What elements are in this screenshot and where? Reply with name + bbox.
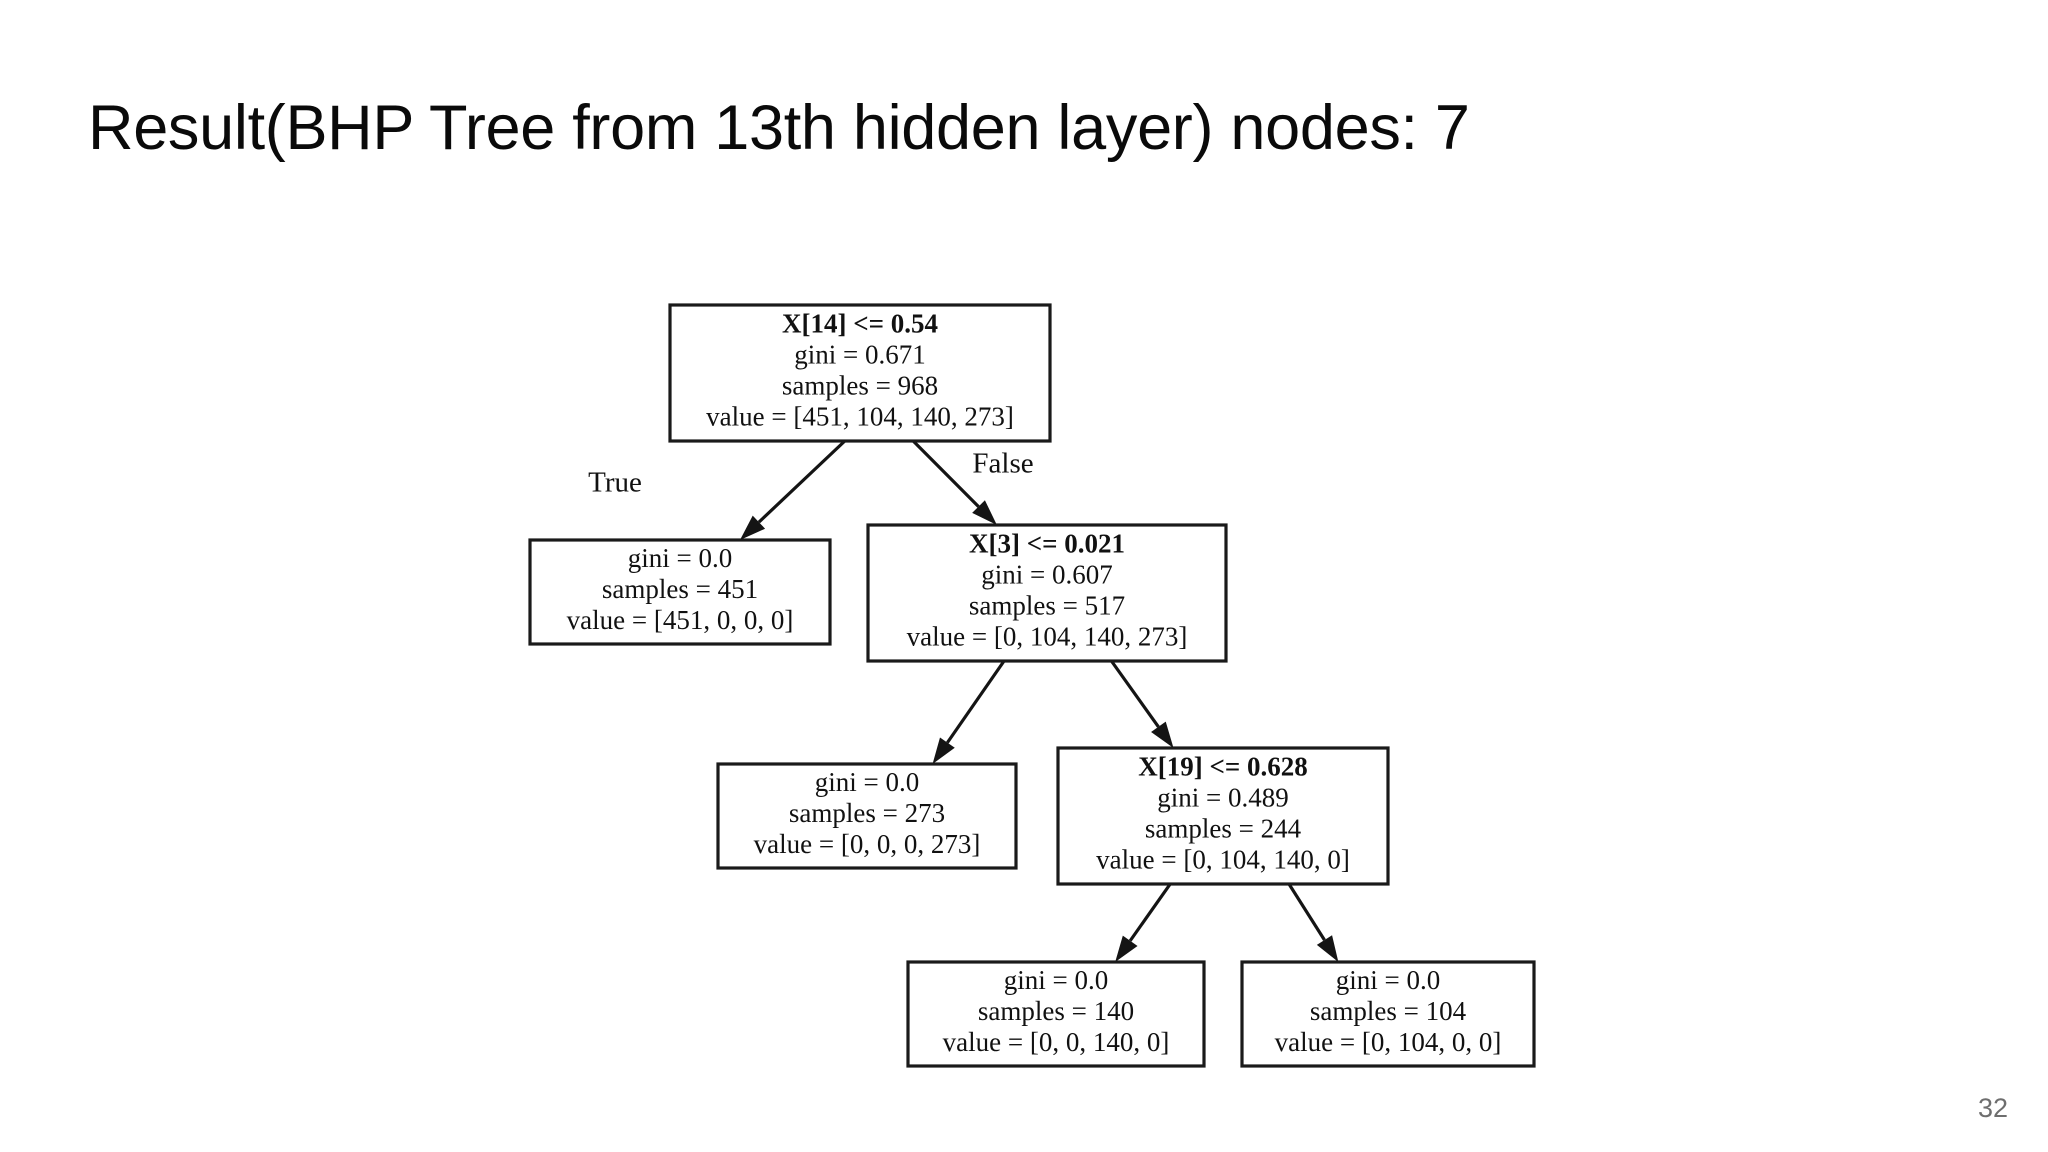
tree-edge <box>912 439 997 525</box>
tree-edge-line <box>946 660 1006 744</box>
tree-node-gini: gini = 0.0 <box>628 543 732 573</box>
tree-node-value: value = [0, 0, 0, 273] <box>754 829 981 859</box>
tree-node-box <box>906 960 1206 1068</box>
tree-edge-line <box>1287 883 1326 941</box>
tree-node-gini: gini = 0.0 <box>815 767 919 797</box>
tree-edge-arrowhead-icon <box>740 515 766 540</box>
tree-edge-arrowhead-icon <box>972 500 997 525</box>
tree-node-box <box>866 523 1228 663</box>
tree-node-gini: gini = 0.607 <box>981 560 1112 590</box>
tree-edge <box>740 439 846 540</box>
tree-edge <box>1115 883 1172 962</box>
tree-edge <box>1287 883 1339 962</box>
tree-node-gini: gini = 0.671 <box>794 340 925 370</box>
tree-node-value: value = [451, 104, 140, 273] <box>706 402 1014 432</box>
tree-edge-label-left: True <box>588 467 642 499</box>
tree-node-box <box>668 303 1052 443</box>
tree-node-condition: X[3] <= 0.021 <box>969 529 1125 559</box>
tree-node-condition: X[19] <= 0.628 <box>1138 752 1308 782</box>
tree-node-samples: samples = 244 <box>1145 814 1302 844</box>
tree-node-gini: gini = 0.489 <box>1157 783 1288 813</box>
tree-edge-arrowhead-icon <box>1151 721 1174 748</box>
page-title: Result(BHP Tree from 13th hidden layer) … <box>88 93 1470 163</box>
tree-edge-line <box>757 439 846 524</box>
page-number: 32 <box>1977 1093 2008 1123</box>
tree-node-samples: samples = 968 <box>782 371 938 401</box>
tree-node-value: value = [0, 104, 140, 0] <box>1096 845 1350 875</box>
tree-node-samples: samples = 140 <box>978 996 1134 1026</box>
tree-edge-line <box>1128 883 1172 942</box>
tree-node-box <box>1240 960 1536 1068</box>
tree-edge-label-group: True False <box>588 448 1033 499</box>
tree-edge-arrowhead-icon <box>932 737 955 764</box>
tree-node-samples: samples = 104 <box>1310 996 1467 1026</box>
tree-node-value: value = [451, 0, 0, 0] <box>567 605 794 635</box>
tree-node-box <box>528 538 832 646</box>
tree-node-box <box>716 762 1018 870</box>
tree-node-samples: samples = 273 <box>789 798 945 828</box>
tree-edge <box>1110 660 1174 748</box>
tree-edge-label-right: False <box>972 448 1033 480</box>
tree-node-gini: gini = 0.0 <box>1336 965 1440 995</box>
tree-edge-arrowhead-icon <box>1316 935 1339 962</box>
tree-edge-group <box>740 439 1339 962</box>
tree-node-value: value = [0, 0, 140, 0] <box>943 1027 1170 1057</box>
tree-edge <box>932 660 1006 764</box>
tree-node-value: value = [0, 104, 140, 273] <box>907 622 1188 652</box>
tree-node-value: value = [0, 104, 0, 0] <box>1275 1027 1502 1057</box>
tree-node-samples: samples = 517 <box>969 591 1125 621</box>
tree-edge-line <box>912 439 980 508</box>
tree-edge-arrowhead-icon <box>1115 935 1138 962</box>
tree-node-gini: gini = 0.0 <box>1004 965 1108 995</box>
tree-node-samples: samples = 451 <box>602 574 758 604</box>
tree-node-condition: X[14] <= 0.54 <box>782 309 938 339</box>
tree-node-box <box>1056 746 1390 886</box>
tree-edge-line <box>1110 660 1160 728</box>
